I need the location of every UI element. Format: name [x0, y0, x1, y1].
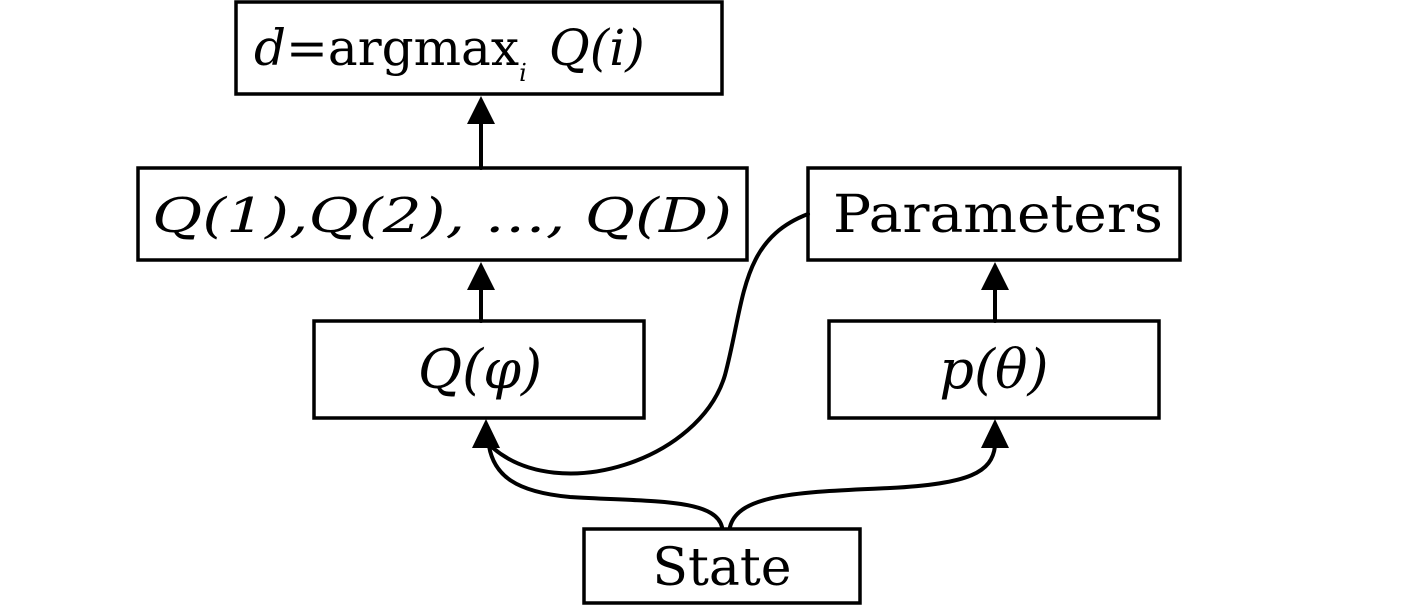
arrow-state-to-pnetwork — [728, 419, 1009, 529]
argmax-equals: = — [286, 19, 328, 77]
argmax-label: d=argmaxi Q(i) — [254, 19, 645, 87]
q-values-node: Q(1),Q(2), …, Q(D) — [136, 166, 749, 262]
argmax-lhs: d — [254, 19, 286, 77]
argmax-rhs: Q(i) — [549, 19, 645, 77]
arrow-parameters-to-qnetwork — [491, 212, 810, 476]
argmax-subscript: i — [519, 59, 527, 87]
parameters-label: Parameters — [833, 185, 1163, 245]
arrow-qvalues-to-argmax — [467, 96, 495, 170]
argmax-node: d=argmaxi Q(i) — [234, 0, 724, 96]
arrow-pnetwork-to-parameters — [981, 262, 1009, 323]
q-values-box — [136, 166, 749, 262]
q-network-box — [312, 319, 646, 420]
arrow-head — [467, 96, 495, 124]
arrow-state-to-qnetwork — [472, 419, 724, 529]
q-network-node: Q(φ) — [312, 319, 646, 420]
state-box — [582, 527, 862, 605]
q-values-label: Q(1),Q(2), …, Q(D) — [152, 188, 732, 244]
p-network-box — [827, 319, 1161, 420]
arrow-qnetwork-to-qvalues — [467, 262, 495, 323]
arrow-curve — [491, 212, 810, 476]
arrow-curve — [728, 444, 997, 529]
argmax-box — [234, 0, 724, 96]
q-network-label: Q(φ) — [418, 338, 542, 401]
state-label: State — [652, 538, 791, 598]
arrow-head — [981, 419, 1009, 448]
arrow-head — [981, 262, 1009, 290]
parameters-box — [806, 166, 1182, 262]
state-node: State — [582, 527, 862, 605]
p-network-label: p(θ) — [939, 338, 1048, 401]
arrow-head — [472, 419, 500, 448]
parameters-node: Parameters — [806, 166, 1182, 262]
arrow-curve — [487, 444, 724, 529]
argmax-func: argmax — [328, 19, 519, 77]
arrow-head — [467, 262, 495, 290]
p-network-node: p(θ) — [827, 319, 1161, 420]
